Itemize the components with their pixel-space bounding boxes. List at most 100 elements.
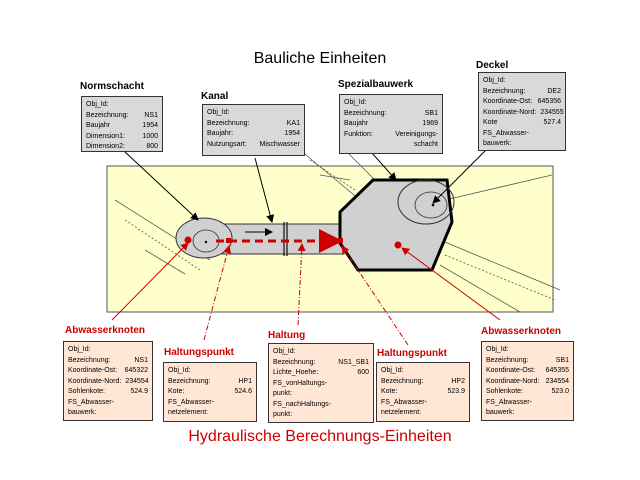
card-row: Obj_Id: (68, 345, 148, 356)
card-key: Obj_Id: (483, 77, 506, 84)
card-value: Mischwasser (259, 140, 300, 148)
card-key: punkt: (273, 411, 293, 418)
card-value (514, 408, 569, 419)
card-value (292, 410, 369, 421)
card-row: Bezeichnung:NS1 (68, 356, 148, 367)
card-value (296, 347, 369, 358)
card-value: 645356 (537, 98, 561, 105)
card-key: Baujahr (86, 122, 111, 129)
label-haltungspunkt-right: Haltungspunkt (377, 348, 447, 359)
card-value (191, 366, 252, 377)
card-value (208, 408, 252, 419)
card-row: Bezeichnung:NS1 (86, 111, 158, 122)
card-value: HP1 (238, 377, 252, 385)
leader-normschacht (124, 151, 199, 221)
card-row: Obj_Id: (168, 366, 252, 377)
card-key: Koordinate-Nord: (483, 108, 537, 116)
card-value (230, 108, 300, 119)
card-key: FS_Abwasser- (486, 398, 532, 406)
card-row: Obj_Id: (381, 366, 465, 377)
card-row: bauwerk: (483, 139, 561, 150)
card-value: 645355 (545, 367, 569, 374)
card-row: Dimension2:800 (86, 142, 158, 153)
card-key: Obj_Id: (486, 346, 509, 353)
card-row: Obj_Id: (86, 100, 158, 111)
card-row: punkt: (273, 389, 369, 400)
label-normschacht: Normschacht (80, 81, 144, 92)
card-value: 527.4 (543, 119, 561, 126)
card-value: 523.9 (447, 388, 465, 395)
card-row: Lichte_Hoehe:600 (273, 368, 369, 379)
card-key: Kote: (168, 388, 185, 395)
card-value: Vereinigungs- (395, 130, 438, 138)
card-value (532, 398, 569, 409)
card-key: Koordinate-Ost: (486, 367, 536, 374)
card-key: Bezeichnung: (68, 356, 111, 364)
card-row: Kote:523.9 (381, 387, 465, 398)
card-value (91, 345, 148, 356)
card-key: Sohlenkote: (68, 388, 105, 395)
card-key: Obj_Id: (168, 367, 191, 374)
card-row: Obj_Id: (273, 347, 369, 358)
card-value (109, 100, 158, 111)
card-key: Nutzungsart: (207, 140, 247, 148)
deckel-shape (397, 179, 455, 225)
card-key: punkt: (273, 390, 293, 397)
card-key: FS_vonHaltungs- (273, 379, 328, 387)
card-key: bauwerk: (483, 140, 512, 147)
title-hydraulische-einheiten: Hydraulische Berechnungs-Einheiten (188, 428, 452, 445)
card-row: Bezeichnung:SB1 (344, 109, 438, 120)
card-value (114, 398, 148, 409)
card-row: Bezeichnung:DE2 (483, 87, 561, 98)
label-kanal: Kanal (201, 91, 229, 102)
card-value: 800 (146, 143, 158, 150)
leader-haltung (297, 243, 306, 326)
card-row: Kote: 524.6 (168, 387, 252, 398)
card-row: bauwerk: (486, 408, 569, 419)
card-key: bauwerk: (68, 409, 97, 416)
card-value: 524.6 (234, 388, 252, 395)
card-row: Bezeichnung:NS1_SB1 (273, 358, 369, 369)
leader-abwasserknoten-right (401, 247, 501, 321)
card-value: schacht (413, 141, 438, 148)
card-row: Koordinate-Ost:645356 (483, 97, 561, 108)
label-haltung: Haltung (268, 330, 306, 341)
card-value: 234555 (540, 108, 564, 116)
spezialbauwerk-shape (338, 178, 454, 272)
card-row: Bezeichnung:KA1 (207, 119, 300, 130)
card-value (292, 389, 369, 400)
card-key: bauwerk: (486, 409, 515, 416)
card-value: 524.9 (130, 388, 148, 395)
kanal-pipe (221, 223, 345, 255)
leader-abwasserknoten-left (111, 242, 189, 321)
card-row: schacht (344, 140, 438, 151)
card-value: 1000 (142, 132, 158, 140)
card-value: 600 (357, 369, 369, 376)
card-value: 523.0 (551, 388, 569, 395)
card-key: FS_nachHaltungs- (273, 400, 331, 408)
card-row: Sohlenkote: 524.9 (68, 387, 148, 398)
normschacht-shape (175, 217, 233, 259)
card-key: Bezeichnung: (381, 377, 424, 385)
card-value (214, 398, 252, 409)
card-row: Koordinate-Nord:234555 (483, 108, 564, 119)
card-value: 645322 (124, 367, 148, 374)
label-haltungspunkt-left: Haltungspunkt (164, 347, 234, 358)
card-row: Obj_Id: (344, 98, 438, 109)
card-row: Obj_Id: (486, 345, 569, 356)
card-key: Koordinate-Ost: (68, 367, 118, 374)
card-row: FS_Abwasser- (68, 398, 148, 409)
leader-spezialbauwerk (371, 152, 397, 181)
card-row: bauwerk: (68, 408, 148, 419)
card-row: Baujahr:1954 (207, 129, 300, 140)
haltungspunkt-left-point (226, 238, 231, 243)
card-key: Dimension1: (86, 132, 125, 140)
card-key: Obj_Id: (68, 346, 91, 353)
card-key: Koordinate-Nord: (68, 377, 122, 385)
card-key: Obj_Id: (273, 348, 296, 355)
